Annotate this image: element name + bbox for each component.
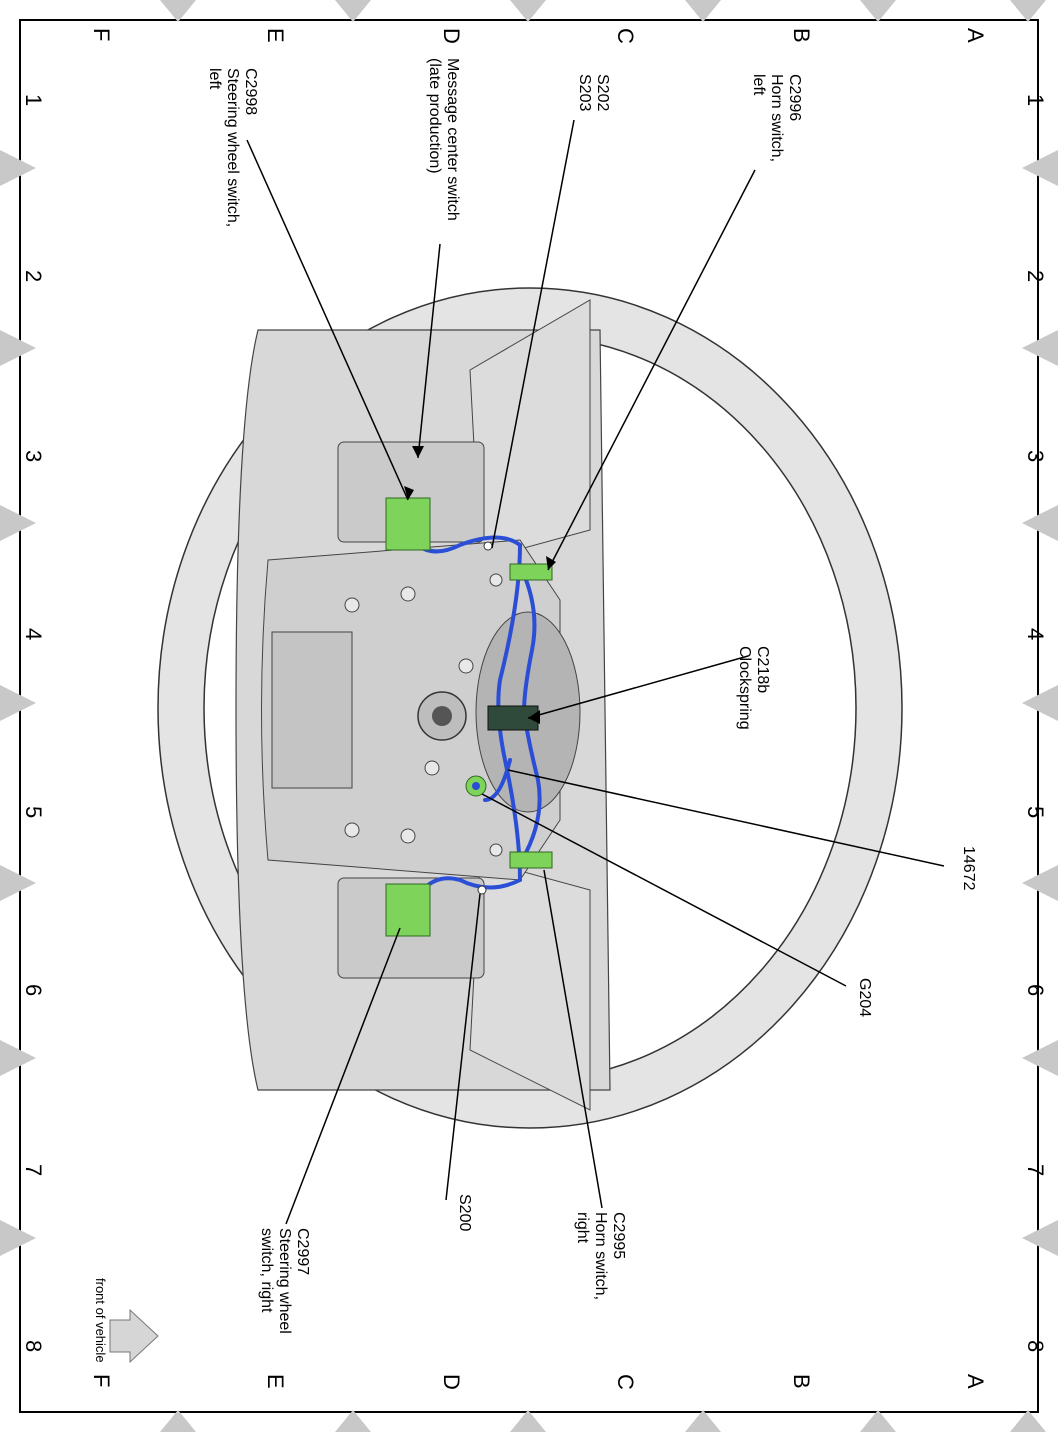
c2997-line-1: C2997 xyxy=(294,1228,311,1275)
c2997-line-2: Steering wheel xyxy=(276,1228,293,1334)
c2998-line-1: C2998 xyxy=(242,68,259,115)
grid-col-7-left: 7 xyxy=(21,1164,46,1176)
grid-col-5-right: 5 xyxy=(1023,806,1048,818)
grid-row-a-top: A xyxy=(963,28,988,43)
callout-s200: S200 xyxy=(456,1194,473,1231)
g204-ground-center xyxy=(472,782,480,790)
message-center-line-2: (late production) xyxy=(426,58,443,174)
c2995-line-1: C2995 xyxy=(610,1212,627,1259)
callout-g204: G204 xyxy=(856,978,873,1017)
grid-col-2-right: 2 xyxy=(1023,270,1048,282)
front-arrow-icon xyxy=(109,1308,159,1364)
callout-14672: 14672 xyxy=(960,846,977,891)
leader-arrowheads xyxy=(404,446,556,724)
bolts xyxy=(344,573,503,857)
s202-label: S202 xyxy=(594,74,611,111)
connectors xyxy=(385,497,553,937)
callout-c2995: C2995 Horn switch, right xyxy=(574,1212,627,1300)
c2998-line-2: Steering wheel switch, xyxy=(224,68,241,227)
c2996-connector xyxy=(509,563,553,581)
c2996-line-3: left xyxy=(750,74,767,96)
grid-row-a-bottom: A xyxy=(963,1374,988,1389)
c218b-line-1: C218b xyxy=(754,646,771,693)
grid-row-c-bottom: C xyxy=(613,1374,638,1390)
g204-label: G204 xyxy=(856,978,873,1017)
grid-col-8-right: 8 xyxy=(1023,1340,1048,1352)
grid-row-e-bottom: E xyxy=(263,1374,288,1389)
c2998-connector xyxy=(385,497,431,551)
lower-spoke xyxy=(469,859,591,1111)
front-of-vehicle-label: front of vehicle xyxy=(93,1278,108,1363)
s200-splice xyxy=(477,885,487,895)
grid-col-6-right: 6 xyxy=(1023,984,1048,996)
grid-col-7-right: 7 xyxy=(1023,1164,1048,1176)
leader-lines xyxy=(246,119,945,1225)
c2997-connector xyxy=(385,883,431,937)
p14672-label: 14672 xyxy=(960,846,977,891)
grid-row-d-bottom: D xyxy=(439,1374,464,1390)
grid-col-2-left: 2 xyxy=(21,270,46,282)
grid-row-labels-bottom: A B C D E F xyxy=(89,1374,988,1390)
c2996-line-1: C2996 xyxy=(786,74,803,121)
grid-col-1-right: 1 xyxy=(1023,94,1048,106)
callout-c2996: C2996 Horn switch, left xyxy=(750,74,803,162)
grid-row-b-top: B xyxy=(789,28,814,43)
callout-message-center-switch: Message center switch (late production) xyxy=(426,58,461,221)
c2995-connector xyxy=(509,851,553,869)
grid-row-e-top: E xyxy=(263,28,288,43)
hub-hole xyxy=(432,706,452,726)
c2995-line-2: Horn switch, xyxy=(592,1212,609,1300)
grid-row-d-top: D xyxy=(439,28,464,44)
grid-col-4-right: 4 xyxy=(1023,628,1048,640)
grid-col-labels-left: 1 2 3 4 5 6 7 8 xyxy=(21,94,46,1352)
s203-label: S203 xyxy=(576,74,593,111)
callout-c218b: C218b Clockspring xyxy=(736,646,771,730)
grid-col-labels-right: 1 2 3 4 5 6 7 8 xyxy=(1023,94,1048,1352)
callout-c2998: C2998 Steering wheel switch, left xyxy=(206,68,259,227)
message-center-line-1: Message center switch xyxy=(444,58,461,221)
grid-col-1-left: 1 xyxy=(21,94,46,106)
grid-row-c-top: C xyxy=(613,28,638,44)
airbag-bracket xyxy=(271,631,353,789)
c2997-line-3: switch, right xyxy=(258,1228,275,1313)
callout-c2997: C2997 Steering wheel switch, right xyxy=(258,1228,311,1334)
grid-col-4-left: 4 xyxy=(21,628,46,640)
front-of-vehicle-indicator: front of vehicle xyxy=(93,1278,159,1364)
grid-col-6-left: 6 xyxy=(21,984,46,996)
grid-row-f-top: F xyxy=(89,28,114,41)
grid-row-b-bottom: B xyxy=(789,1374,814,1389)
grid-row-f-bottom: F xyxy=(89,1374,114,1387)
grid-row-labels-top: A B C D E F xyxy=(89,28,988,44)
grid-col-3-right: 3 xyxy=(1023,450,1048,462)
grid-col-8-left: 8 xyxy=(21,1340,46,1352)
grid-col-3-left: 3 xyxy=(21,450,46,462)
grid-col-5-left: 5 xyxy=(21,806,46,818)
callout-s202-s203: S202 S203 xyxy=(576,74,611,111)
c2998-line-3: left xyxy=(206,68,223,90)
c218b-line-2: Clockspring xyxy=(736,646,753,730)
s202-splice xyxy=(483,541,493,551)
c2996-line-2: Horn switch, xyxy=(768,74,785,162)
s200-label: S200 xyxy=(456,1194,473,1231)
c2995-line-3: right xyxy=(574,1212,591,1244)
